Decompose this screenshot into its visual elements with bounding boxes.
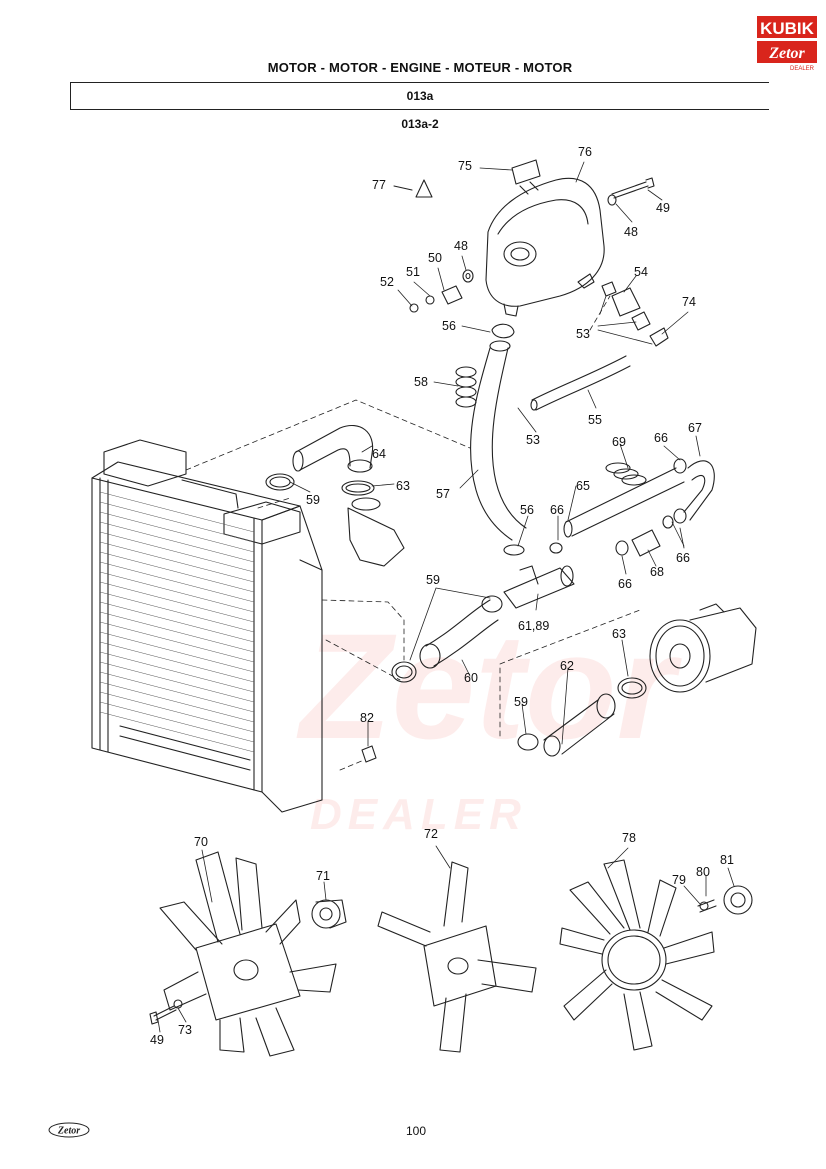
hose-clamps-upper: [265, 473, 375, 496]
leader-lines: [157, 161, 735, 1033]
callout-80: 80: [696, 865, 710, 879]
callout-58: 58: [414, 375, 428, 389]
hose-60: [391, 595, 503, 683]
triangle-symbol: [415, 179, 433, 198]
callout-82: 82: [360, 711, 374, 725]
callout-76: 76: [578, 145, 592, 159]
callout-74: 74: [682, 295, 696, 309]
hose-64: [292, 425, 405, 567]
spring-coil-58: [455, 366, 477, 408]
hose-67: [662, 458, 715, 529]
callout-54: 54: [634, 265, 648, 279]
bolt-49-washer-73: [149, 999, 183, 1025]
callout-66: 66: [618, 577, 632, 591]
logo-kubik-text: KUBIK: [760, 19, 815, 38]
callout-60: 60: [464, 671, 478, 685]
water-pump-pulley: [649, 603, 757, 693]
callout-66: 66: [676, 551, 690, 565]
fan-70: [159, 851, 347, 1057]
callout-52: 52: [380, 275, 394, 289]
callout-59: 59: [306, 493, 320, 507]
callout-57: 57: [436, 487, 450, 501]
hose-57: [470, 323, 527, 541]
callout-65: 65: [576, 479, 590, 493]
callout-61-89: 61,89: [518, 619, 549, 633]
callout-81: 81: [720, 853, 734, 867]
callout-72: 72: [424, 827, 438, 841]
callout-55: 55: [588, 413, 602, 427]
hose-62: [517, 677, 647, 757]
callout-56: 56: [520, 503, 534, 517]
callout-69: 69: [612, 435, 626, 449]
callout-49: 49: [656, 201, 670, 215]
expansion-tank: [485, 159, 605, 317]
page-title: MOTOR - MOTOR - ENGINE - MOTEUR - MOTOR: [267, 60, 573, 75]
callout-49: 49: [150, 1033, 164, 1047]
fan-78: [559, 859, 753, 1051]
callout-63: 63: [612, 627, 626, 641]
hose-55: [530, 355, 631, 411]
callout-53: 53: [576, 327, 590, 341]
kubik-zetor-logo: KUBIK Zetor DEALER: [756, 14, 818, 72]
fan-72: [377, 861, 537, 1053]
zetor-footer-logo: Zetor: [48, 1122, 90, 1138]
hose-68: [615, 529, 661, 557]
page-number: 100: [405, 1124, 427, 1138]
callout-71: 71: [316, 869, 330, 883]
callout-50: 50: [428, 251, 442, 265]
callout-62: 62: [560, 659, 574, 673]
watermark-subtext: DEALER: [310, 790, 527, 839]
leader-77: [393, 185, 413, 191]
callout-labels: 75 76 77 49 48 48 50 51 52 54 74 53 56 5…: [150, 145, 734, 1047]
footer-zetor-text: Zetor: [57, 1126, 80, 1137]
callout-59: 59: [426, 573, 440, 587]
callout-73: 73: [178, 1023, 192, 1037]
callout-77: 77: [372, 178, 386, 192]
watermark-text: Zetor: [300, 602, 675, 770]
callout-64: 64: [372, 447, 386, 461]
callout-66: 66: [654, 431, 668, 445]
logo-zetor-text: Zetor: [768, 45, 805, 62]
callout-66: 66: [550, 503, 564, 517]
bolt-82: [361, 745, 377, 763]
logo-dealer-text: DEALER: [790, 66, 815, 72]
callout-48: 48: [624, 225, 638, 239]
callout-53: 53: [526, 433, 540, 447]
fasteners-top: [409, 177, 669, 347]
callout-79: 79: [672, 873, 686, 887]
section-box: 013a: [70, 82, 769, 110]
callout-70: 70: [194, 835, 208, 849]
figure-code: 013a-2: [401, 117, 439, 131]
callout-63: 63: [396, 479, 410, 493]
hose-65: [563, 462, 685, 538]
callout-48: 48: [454, 239, 468, 253]
section-code: 013a: [406, 89, 434, 103]
callout-75: 75: [458, 159, 472, 173]
callout-59: 59: [514, 695, 528, 709]
callout-56: 56: [442, 319, 456, 333]
callout-68: 68: [650, 565, 664, 579]
tube-61-89: [503, 542, 575, 609]
callout-67: 67: [688, 421, 702, 435]
callout-51: 51: [406, 265, 420, 279]
radiator: [91, 439, 323, 813]
callout-78: 78: [622, 831, 636, 845]
